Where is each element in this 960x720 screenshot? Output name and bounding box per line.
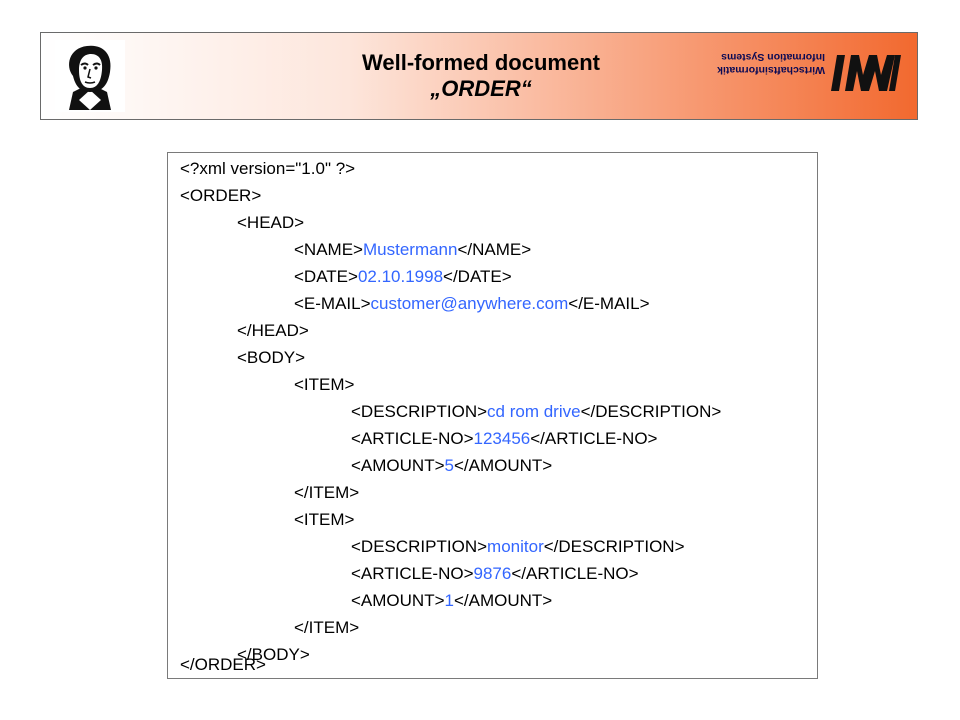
xml-tag: </ITEM> (294, 618, 360, 637)
xml-tag: </ARTICLE-NO> (530, 429, 658, 448)
xml-value: 1 (444, 591, 454, 610)
xml-tag: </NAME> (457, 240, 532, 259)
xml-declaration: <?xml version="1.0" ?> (180, 159, 356, 178)
code-line: </ORDER> (180, 653, 266, 677)
code-line: <E-MAIL>customer@anywhere.com</E-MAIL> (294, 292, 650, 316)
iwi-logo-line-1: Wirtschaftsinformatik (717, 64, 825, 76)
title-line-1: Well-formed document (362, 50, 600, 75)
code-line: <BODY> (237, 346, 305, 370)
xml-value: monitor (487, 537, 544, 556)
iwi-logo-text: Wirtschaftsinformatik Information System… (717, 50, 825, 76)
xml-value: customer@anywhere.com (370, 294, 569, 313)
xml-tag: </DESCRIPTION> (543, 537, 685, 556)
code-line: <DATE>02.10.1998</DATE> (294, 265, 512, 289)
xml-value: Mustermann (362, 240, 458, 259)
xml-tag: </HEAD> (237, 321, 309, 340)
xml-value: cd rom drive (487, 402, 581, 421)
xml-tag: <NAME> (294, 240, 363, 259)
xml-value: 5 (444, 456, 454, 475)
code-line: </BODY> (237, 643, 310, 667)
xml-tag: <AMOUNT> (351, 591, 445, 610)
xml-tag: </ITEM> (294, 483, 360, 502)
xml-tag: </DATE> (443, 267, 512, 286)
code-line: </ITEM> (294, 481, 359, 505)
xml-tag: <E-MAIL> (294, 294, 371, 313)
xml-tag: <ARTICLE-NO> (351, 564, 474, 583)
xml-tag: <AMOUNT> (351, 456, 445, 475)
xml-tag: <DATE> (294, 267, 358, 286)
code-line: <ARTICLE-NO>9876</ARTICLE-NO> (351, 562, 639, 586)
title-line-2: „ORDER“ (430, 76, 532, 101)
xml-tag: <DESCRIPTION> (351, 402, 488, 421)
code-line: <AMOUNT>1</AMOUNT> (351, 589, 552, 613)
xml-tag: <BODY> (237, 348, 306, 367)
xml-tag: </AMOUNT> (454, 591, 553, 610)
code-line: </HEAD> (237, 319, 309, 343)
code-line: <ARTICLE-NO>123456</ARTICLE-NO> (351, 427, 657, 451)
code-line: <ORDER> (180, 184, 261, 208)
title-banner: Well-formed document „ORDER“ Wirtschafts… (40, 32, 918, 120)
xml-value: 02.10.1998 (357, 267, 444, 286)
xml-code-box: <?xml version="1.0" ?> <ORDER> <HEAD> <N… (167, 152, 818, 679)
code-line: <DESCRIPTION>cd rom drive</DESCRIPTION> (351, 400, 721, 424)
code-line: <AMOUNT>5</AMOUNT> (351, 454, 552, 478)
xml-tag: </ORDER> (180, 655, 266, 674)
code-line: <ITEM> (294, 508, 354, 532)
xml-value: 123456 (473, 429, 531, 448)
xml-tag: <ITEM> (294, 510, 355, 529)
iwi-logo: Wirtschaftsinformatik Information System… (717, 50, 903, 106)
xml-tag: <DESCRIPTION> (351, 537, 488, 556)
goethe-portrait-logo (55, 40, 125, 112)
code-line: </ITEM> (294, 616, 359, 640)
code-line: <HEAD> (237, 211, 304, 235)
xml-tag: <ORDER> (180, 186, 262, 205)
xml-tag: <HEAD> (237, 213, 305, 232)
xml-tag: <ITEM> (294, 375, 355, 394)
iwi-logo-line-2: Information Systems (721, 51, 825, 63)
xml-tag: </ARTICLE-NO> (511, 564, 639, 583)
xml-tag: </DESCRIPTION> (580, 402, 722, 421)
slide-title: Well-formed document „ORDER“ (221, 50, 741, 102)
xml-tag: </AMOUNT> (454, 456, 553, 475)
code-line: <ITEM> (294, 373, 354, 397)
xml-tag: </E-MAIL> (568, 294, 650, 313)
code-line: <?xml version="1.0" ?> (180, 157, 355, 181)
code-line: <DESCRIPTION>monitor</DESCRIPTION> (351, 535, 685, 559)
code-line: <NAME>Mustermann</NAME> (294, 238, 531, 262)
iwi-logo-mark (831, 55, 901, 91)
xml-tag: <ARTICLE-NO> (351, 429, 474, 448)
xml-value: 9876 (473, 564, 512, 583)
xml-tag: </BODY> (237, 645, 310, 664)
